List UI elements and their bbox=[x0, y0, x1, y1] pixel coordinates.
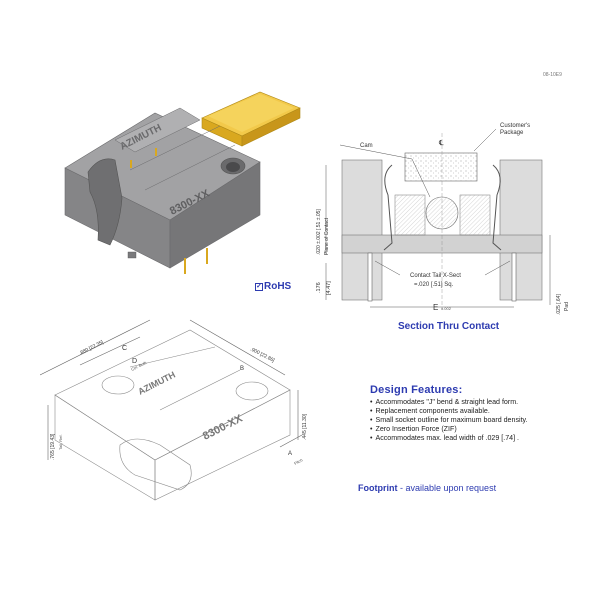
design-features-heading: Design Features: bbox=[370, 384, 463, 396]
footprint-note: Footprint - available upon request bbox=[358, 483, 496, 493]
outline-part-text: 8300-XX bbox=[201, 412, 245, 442]
rohs-badge: ✓ RoHS bbox=[255, 281, 291, 292]
customers-package-label-1: Customer's bbox=[500, 123, 530, 129]
height-left-sub: Tall, Ref. bbox=[58, 434, 63, 450]
checkbox-icon: ✓ bbox=[255, 282, 263, 291]
overall-width-dim: .900 [22.86] bbox=[249, 346, 276, 364]
tail-dim: .176 bbox=[316, 282, 322, 293]
outline-brand-text: AZIMUTH bbox=[136, 369, 177, 396]
e-dim-tolerance: ±.002 bbox=[441, 306, 452, 311]
height-left-dim: .765 [19.43] bbox=[50, 433, 56, 460]
design-features-list: Accommodates "J" bend & straight lead fo… bbox=[370, 398, 590, 443]
footprint-availability: - available upon request bbox=[397, 483, 497, 493]
socket-render: AZIMUTH 8300-XX bbox=[64, 107, 261, 274]
plane-of-contact-label: Plane of Contact bbox=[324, 217, 330, 255]
contact-tail-label-2: =.020 [.51] Sq. bbox=[414, 282, 454, 288]
height-right-dim: .445 [11.30] bbox=[302, 413, 308, 440]
dim-a-sub: Pitch bbox=[293, 457, 303, 465]
document-number: 08-10E9 bbox=[543, 72, 562, 78]
tail-dim-mm: [4.47] bbox=[326, 281, 332, 295]
centerline-symbol: ℄ bbox=[438, 140, 444, 147]
pad-dim: .025 [.64] bbox=[556, 294, 562, 315]
outline-drawing: AZIMUTH 8300-XX .880 [22.35] C D Ctrl. B… bbox=[40, 319, 308, 501]
dim-a-label: A bbox=[288, 451, 292, 457]
e-dim-label: E bbox=[433, 303, 438, 312]
dim-d-label: D bbox=[132, 358, 137, 365]
customers-package-label-2: Package bbox=[500, 130, 524, 136]
feature-item: Zero Insertion Force (ZIF) bbox=[370, 425, 590, 434]
cam-label: Cam bbox=[360, 143, 373, 149]
design-features: Design Features: Accommodates "J" bend &… bbox=[370, 384, 590, 443]
feature-item: Accommodates "J" bend & straight lead fo… bbox=[370, 398, 590, 407]
overall-length-dim: .880 [22.35] bbox=[78, 339, 105, 357]
rohs-label: RoHS bbox=[264, 281, 292, 292]
section-view-title: Section Thru Contact bbox=[398, 321, 500, 332]
section-view-drawing: Cam ℄ Customer's Package .020 ±.002 [.51… bbox=[316, 123, 570, 315]
contact-tail-label-1: Contact Tail X-Sect bbox=[410, 273, 461, 279]
feature-item: Small socket outline for maximum board d… bbox=[370, 416, 590, 425]
dim-b-label: B bbox=[240, 366, 244, 372]
feature-item: Accommodates max. lead width of .029 [.7… bbox=[370, 434, 590, 443]
plane-of-contact-dim: .020 ±.002 [.51 ±.05] bbox=[316, 209, 322, 255]
socket-3d-render: AZIMUTH 8300-XX bbox=[64, 91, 301, 274]
package-render bbox=[201, 91, 301, 147]
pad-label: Pad bbox=[564, 302, 570, 311]
dim-c-label: C bbox=[122, 345, 127, 352]
feature-item: Replacement components available. bbox=[370, 407, 590, 416]
footprint-label: Footprint bbox=[358, 483, 398, 493]
